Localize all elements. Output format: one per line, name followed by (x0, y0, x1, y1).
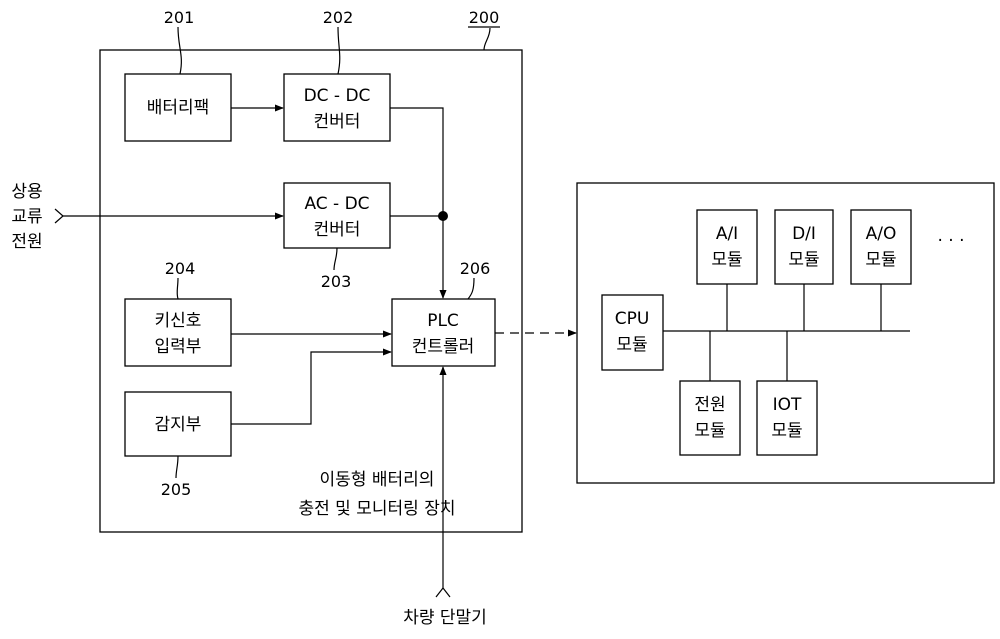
ref-205: 205 (161, 480, 192, 499)
ref-204-leader (177, 278, 178, 299)
power-module-line2: 모듈 (694, 421, 725, 441)
ref-203-leader (334, 248, 337, 270)
di-module-box (775, 210, 833, 284)
ref-202: 202 (323, 8, 354, 27)
cpu-module-line1: CPU (615, 309, 650, 329)
di-module-line2: 모듈 (788, 250, 819, 270)
dcdc-converter-line1: DC - DC (304, 86, 371, 106)
ref-205-leader (176, 456, 178, 478)
ai-module-line2: 모듈 (711, 250, 742, 270)
ac-source-terminal (55, 209, 63, 223)
ref-200: 200 (469, 8, 500, 27)
ao-module-line1: A/O (866, 224, 897, 244)
wire-sensor-to-plc (231, 352, 391, 424)
acdc-converter-line2: 컨버터 (314, 220, 361, 240)
ao-module-line2: 모듈 (865, 250, 896, 270)
cpu-module-box (602, 295, 663, 370)
ref-200-leader (484, 28, 490, 50)
ref-201: 201 (164, 8, 195, 27)
iot-module-line1: IOT (773, 395, 802, 415)
device-caption-line1: 이동형 배터리의 (320, 470, 435, 490)
key-signal-input-line1: 키신호 (155, 311, 202, 331)
wire-dcdc-to-plc (390, 108, 443, 298)
battery-pack-label: 배터리팩 (147, 98, 210, 118)
power-module-line1: 전원 (694, 395, 725, 415)
ref-203: 203 (321, 272, 352, 291)
ac-source-line2: 교류 (11, 207, 42, 227)
ai-module-line1: A/I (716, 224, 738, 244)
ref-206-leader (468, 278, 474, 299)
sensor-label: 감지부 (155, 415, 202, 435)
device-caption-line2: 충전 및 모니터링 장치 (299, 499, 456, 519)
iot-module-box (757, 381, 817, 455)
power-module-box (680, 381, 740, 455)
vehicle-terminal-label: 차량 단말기 (403, 608, 487, 628)
di-module-line1: D/I (792, 224, 816, 244)
more-modules-ellipsis: · · · (937, 231, 964, 251)
vehicle-terminal-icon (436, 588, 450, 597)
cpu-module-line2: 모듈 (616, 335, 647, 355)
ac-source-line1: 상용 (11, 182, 42, 202)
ac-source-line3: 전원 (11, 232, 42, 252)
iot-module-line2: 모듈 (771, 421, 802, 441)
ao-module-box (851, 210, 911, 284)
ref-204: 204 (165, 259, 196, 278)
dcdc-converter-line2: 컨버터 (314, 112, 361, 132)
plc-controller-line2: 컨트롤러 (412, 337, 475, 357)
ai-module-box (697, 210, 757, 284)
key-signal-input-line2: 입력부 (155, 337, 202, 357)
junction-dot (438, 211, 448, 221)
ref-206: 206 (460, 259, 491, 278)
acdc-converter-line1: AC - DC (304, 194, 369, 214)
plc-controller-line1: PLC (427, 311, 459, 331)
